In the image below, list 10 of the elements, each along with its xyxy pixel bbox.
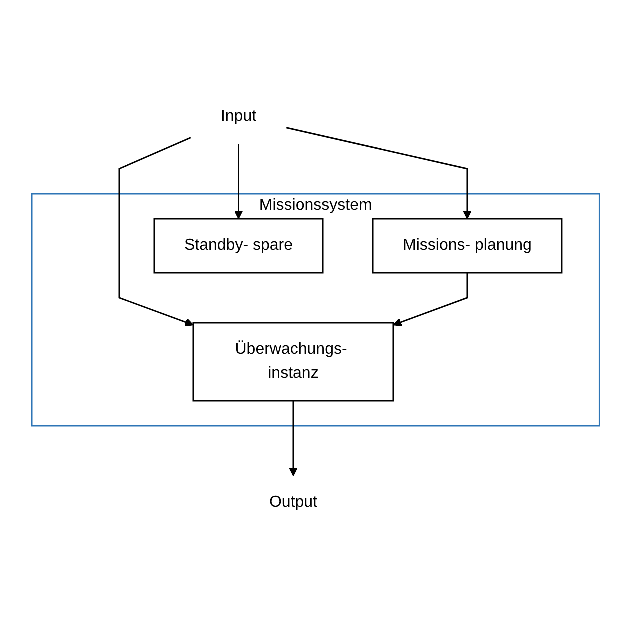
node-box: Missions- planung xyxy=(372,218,562,274)
arrow xyxy=(286,126,472,219)
arrow xyxy=(288,400,298,476)
arrow xyxy=(234,144,243,219)
node-box: Standby- spare xyxy=(153,218,324,274)
arrow xyxy=(118,136,194,326)
node-box: Überwachungs- instanz xyxy=(192,322,394,402)
arrow xyxy=(392,272,468,326)
node-text: Output xyxy=(269,493,318,510)
node-text: Input xyxy=(220,108,256,124)
